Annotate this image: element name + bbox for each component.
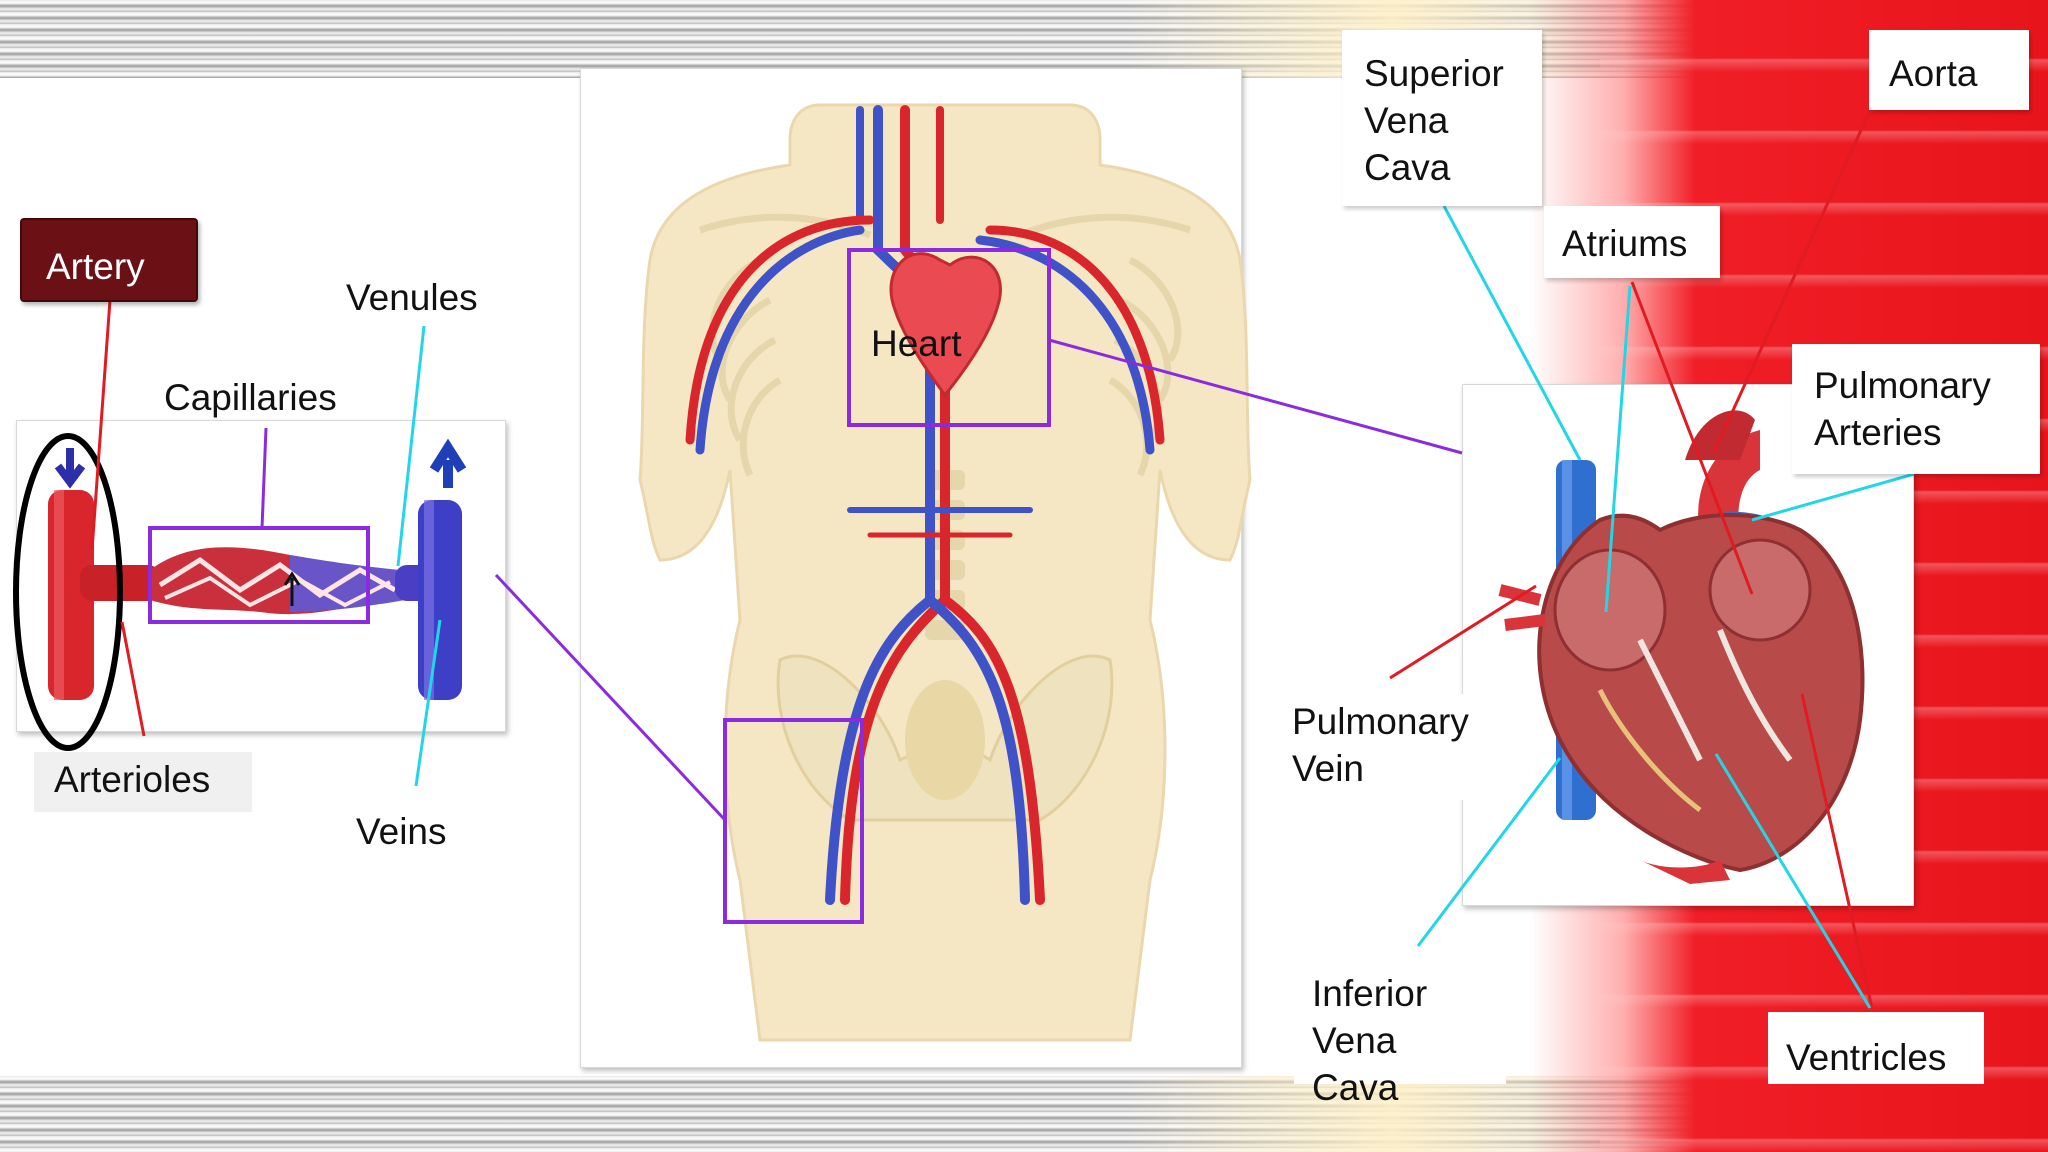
label-pulmonary-vein-line-2: Vein: [1292, 748, 1365, 789]
body-vessels: [685, 105, 1165, 905]
label-pulmonary-vein-line-1: Pulmonary: [1292, 701, 1469, 742]
label-pulmonary-arteries-line-2: Arteries: [1814, 412, 1942, 453]
label-ventricles: Ventricles: [1768, 1012, 1984, 1084]
vessel-illustration: [13, 433, 467, 751]
aorta-arch: [1698, 430, 1760, 540]
artery-highlight-ellipse: [13, 433, 123, 751]
label-superior-vena-cava-line-2: Vena: [1364, 100, 1449, 141]
label-arterioles: Arterioles: [34, 752, 252, 812]
label-superior-vena-cava: Superior Vena Cava: [1342, 30, 1542, 206]
heart-highlight-box: [847, 248, 1051, 427]
label-heart: Heart: [871, 323, 962, 364]
down-arrow-icon: [54, 448, 86, 489]
leg-highlight-box: [723, 718, 864, 924]
label-pulmonary-arteries-line-1: Pulmonary: [1814, 365, 1991, 406]
label-inferior-vena-cava-line-2: Vena Cava: [1312, 1020, 1399, 1108]
label-inferior-vena-cava: Inferior Vena Cava: [1294, 950, 1506, 1108]
leader-lines: [90, 103, 1915, 1009]
body-illustration: [638, 103, 1252, 1042]
capillary-network: [150, 547, 405, 615]
capillary-highlight-box: [148, 526, 370, 624]
label-pulmonary-vein: Pulmonary Vein: [1290, 694, 1504, 800]
label-veins: Veins: [356, 811, 447, 852]
label-atriums: Atriums: [1544, 206, 1720, 278]
label-superior-vena-cava-line-1: Superior: [1364, 53, 1504, 94]
label-aorta: Aorta: [1869, 30, 2029, 110]
up-arrow-icon: [429, 438, 467, 488]
label-inferior-vena-cava-line-1: Inferior: [1312, 973, 1428, 1014]
sacrum-bone: [905, 680, 985, 800]
label-capillaries: Capillaries: [164, 377, 337, 418]
heart-shape: [889, 252, 1002, 398]
label-venules: Venules: [346, 277, 478, 318]
label-artery: Artery: [20, 218, 198, 302]
label-superior-vena-cava-line-3: Cava: [1364, 147, 1451, 188]
heart-illustration: [1498, 410, 1865, 884]
label-pulmonary-arteries: Pulmonary Arteries: [1792, 344, 2040, 474]
